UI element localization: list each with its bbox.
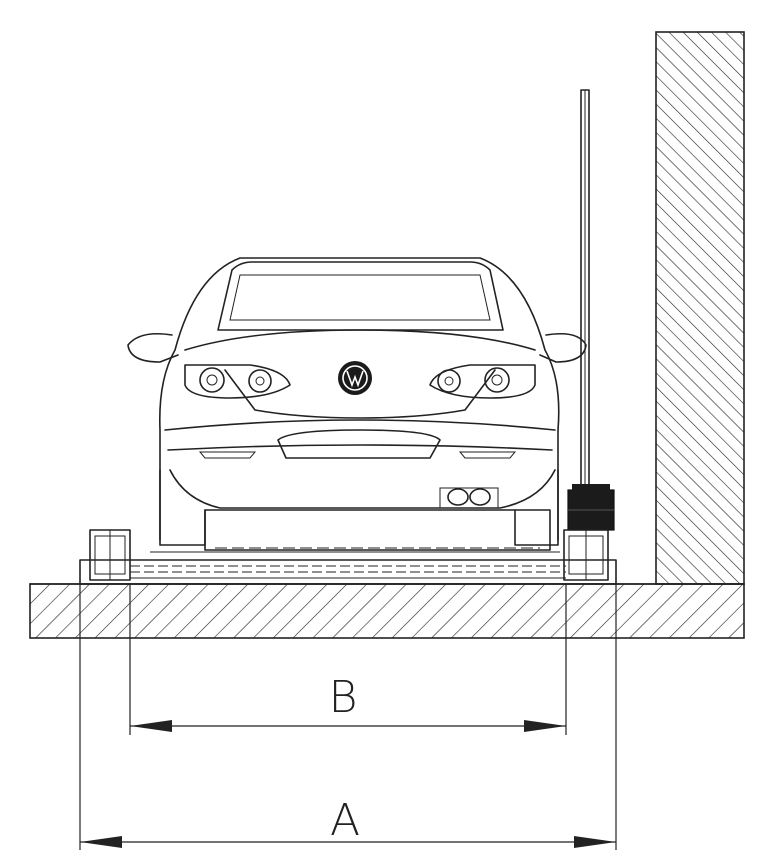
floor-slab [29,583,745,639]
power-unit [567,484,615,531]
dimension-b [129,584,567,735]
vw-logo-icon [338,361,372,395]
dimension-b-label: B [329,672,358,723]
wall [655,31,745,585]
lift-platform [79,509,617,585]
car-rear-view [127,257,587,546]
dimension-a [79,584,617,850]
dimension-a-label: A [330,795,360,846]
lift-column [580,89,590,491]
